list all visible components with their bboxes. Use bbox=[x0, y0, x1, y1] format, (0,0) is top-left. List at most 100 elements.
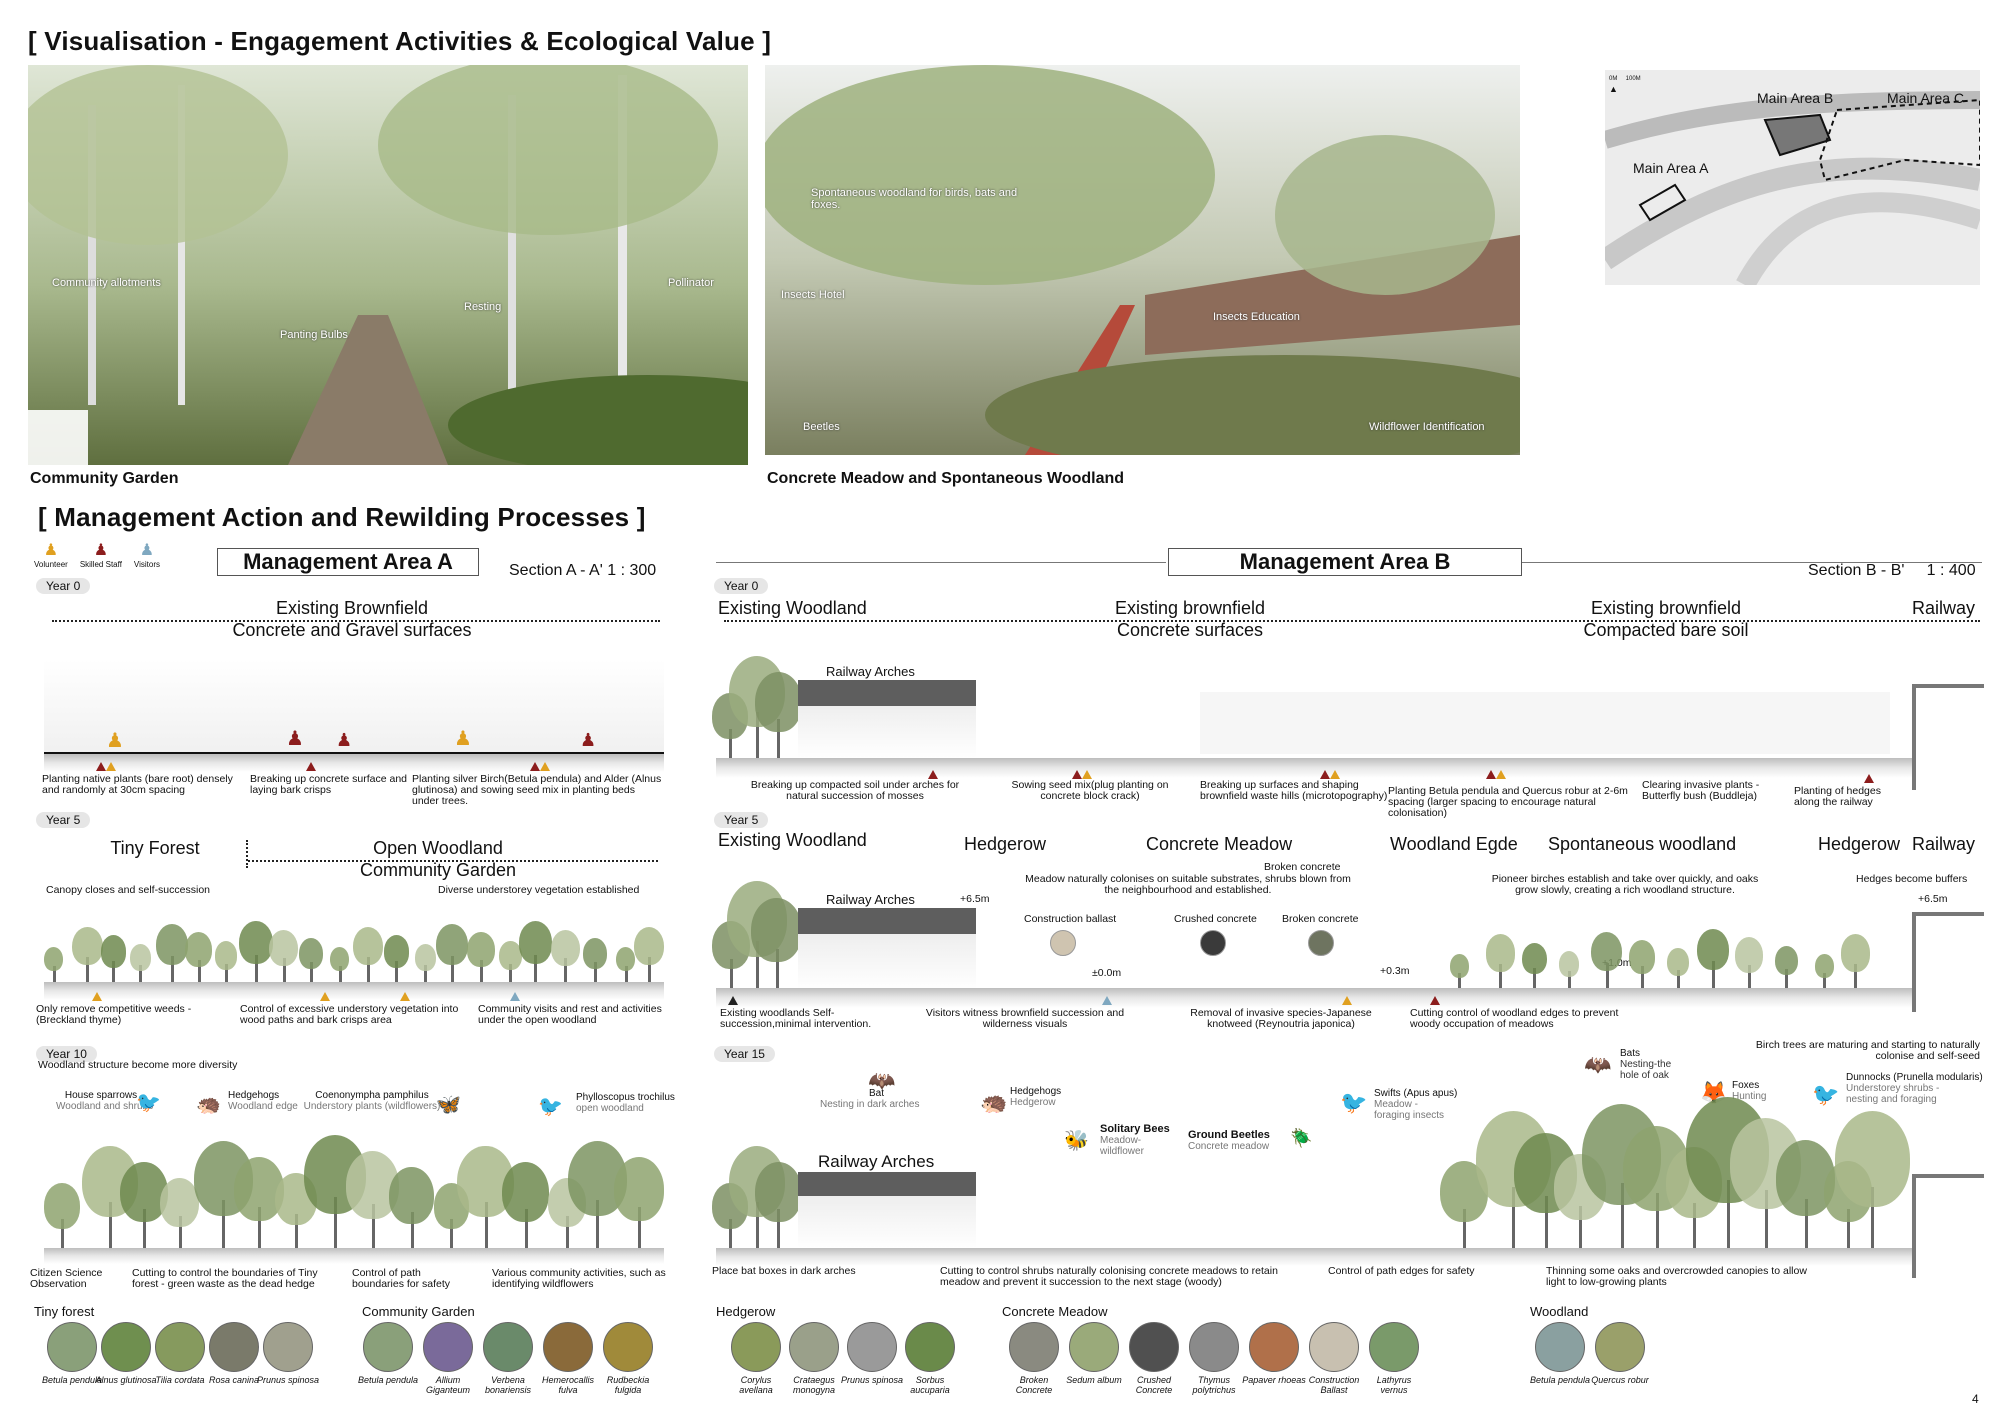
tree-canopy bbox=[383, 935, 410, 968]
tree-trunk bbox=[334, 1197, 338, 1248]
species-photo bbox=[363, 1322, 413, 1372]
species-swatch: Betula pendula bbox=[1528, 1322, 1592, 1385]
photo2-label-wildflower: Wildflower Identification bbox=[1369, 421, 1485, 433]
species-swatch: Allium Giganteum bbox=[416, 1322, 480, 1395]
area-b-year5-ground bbox=[716, 988, 1912, 1008]
hedgehog-icon: 🦔 bbox=[196, 1094, 221, 1116]
area-a-year10-tag: Year 10 bbox=[36, 1046, 97, 1062]
area-b-year5-note-2: Visitors witness brownfield succession a… bbox=[925, 1007, 1125, 1030]
photo1-label-bulbs: Panting Bulbs bbox=[280, 329, 348, 341]
species-name: Betula pendula bbox=[1529, 1375, 1591, 1385]
species-photo bbox=[1595, 1322, 1645, 1372]
tree-canopy bbox=[1667, 948, 1689, 977]
volunteer-figure: ♟ bbox=[454, 728, 472, 750]
area-b-year0-note-3: Breaking up surfaces and shaping brownfi… bbox=[1200, 779, 1388, 802]
tree-canopy bbox=[1591, 931, 1623, 972]
species-swatch: Corylus avellana bbox=[724, 1322, 788, 1395]
tree-trunk bbox=[310, 962, 314, 982]
area-a-year5-note-3: Community visits and rest and activities… bbox=[478, 1003, 662, 1026]
staff-figure: ♟ bbox=[286, 728, 304, 750]
area-b-year5-note-4: Cutting control of woodland edges to pre… bbox=[1410, 1007, 1619, 1030]
tree-trunk bbox=[756, 1202, 759, 1248]
tree-trunk bbox=[1823, 972, 1827, 988]
area-b-year5-tag: Year 5 bbox=[714, 812, 769, 828]
volunteer-marker bbox=[400, 988, 410, 1006]
tree-trunk bbox=[1578, 1205, 1582, 1248]
level-marker-2: +6.5m bbox=[1918, 893, 1948, 905]
management-area-a-title: Management Area A bbox=[217, 548, 479, 576]
tree-canopy bbox=[502, 1161, 550, 1223]
area-a-year0-heading2: Concrete and Gravel surfaces bbox=[232, 620, 472, 640]
location-map: 0M 100M ▲ Main Area A Main Area B Main A… bbox=[1605, 70, 1980, 285]
tree-trunk bbox=[1568, 971, 1572, 988]
legend-skilled-staff: ♟Skilled Staff bbox=[79, 542, 122, 569]
area-b-year0-concrete-surfaces: Concrete surfaces bbox=[1116, 620, 1264, 640]
tree-canopy bbox=[1814, 953, 1834, 978]
tree-trunk bbox=[1692, 1202, 1696, 1248]
tree-canopy bbox=[751, 898, 802, 963]
tree-trunk bbox=[258, 1206, 262, 1248]
tree-trunk bbox=[596, 1199, 600, 1248]
species-swatch: Alnus glutinosa bbox=[94, 1322, 158, 1385]
species-swatch: Papaver rhoeas bbox=[1242, 1322, 1306, 1385]
tree-trunk bbox=[1846, 1208, 1850, 1248]
concrete-meadow-image: Spontaneous woodland for birds, bats and… bbox=[765, 65, 1520, 455]
species-swatch: Rudbeckia fulgida bbox=[596, 1322, 660, 1395]
species-photo bbox=[731, 1322, 781, 1372]
tree-canopy bbox=[160, 1177, 199, 1227]
section-a-label: Section A - A' 1 : 300 bbox=[509, 562, 657, 579]
area-b-year5-hedgerow2: Hedgerow bbox=[1818, 834, 1901, 854]
area-b-year0-note-4: Planting Betula pendula and Quercus robu… bbox=[1388, 785, 1628, 819]
tree-trunk bbox=[371, 1204, 375, 1248]
species-name: Betula pendula bbox=[41, 1375, 103, 1385]
community-garden-caption: Community Garden bbox=[30, 470, 179, 487]
volunteer-marker bbox=[1342, 992, 1352, 1010]
tree-trunk bbox=[1620, 1183, 1624, 1248]
tree-trunk bbox=[410, 1211, 414, 1248]
species-name: Corylus avellana bbox=[739, 1375, 773, 1395]
species-name: Lathyrus vernus bbox=[1376, 1375, 1412, 1395]
species-concrete-meadow-label: Concrete Meadow bbox=[1002, 1304, 1108, 1319]
swift-icon: 🐦 bbox=[1340, 1090, 1368, 1115]
staff-marker bbox=[928, 766, 938, 784]
species-swatch: Tilia cordata bbox=[148, 1322, 212, 1385]
legend-visitors: ♟Visitors bbox=[133, 542, 161, 569]
volunteer-icon: ♟ bbox=[43, 542, 59, 559]
tree-trunk bbox=[1785, 968, 1789, 988]
tree-trunk bbox=[424, 964, 428, 982]
species-photo bbox=[1009, 1322, 1059, 1372]
area-b-year5-concrete-meadow: Concrete Meadow bbox=[1146, 834, 1293, 854]
broken-concrete-swatch bbox=[1308, 930, 1334, 956]
area-b-year15-note-2: Cutting to control shrubs naturally colo… bbox=[940, 1265, 1278, 1288]
tree-trunk bbox=[564, 958, 568, 982]
tree-trunk bbox=[1512, 1186, 1516, 1248]
area-b-year15-ground bbox=[716, 1248, 1912, 1266]
sparrow-icon: 🐦 bbox=[136, 1092, 161, 1114]
volunteer-marker bbox=[530, 758, 550, 776]
tree-trunk bbox=[730, 958, 734, 990]
tree-trunk bbox=[756, 712, 759, 758]
area-b-year0-ground bbox=[716, 758, 1912, 778]
tree-trunk bbox=[1854, 963, 1858, 988]
species-photo bbox=[1309, 1322, 1359, 1372]
crushed-concrete-swatch bbox=[1200, 930, 1226, 956]
tree-canopy bbox=[72, 926, 103, 966]
zone-divider bbox=[246, 840, 248, 868]
tree-canopy bbox=[352, 926, 384, 966]
tree-canopy bbox=[299, 938, 324, 969]
tree-trunk bbox=[395, 960, 399, 982]
tree-trunk bbox=[524, 1209, 528, 1248]
area-b-year5-hedgerow: Hedgerow bbox=[964, 834, 1047, 854]
tree-trunk bbox=[1804, 1199, 1808, 1248]
area-b-year0-note-2: Sowing seed mix(plug planting on concret… bbox=[1011, 779, 1169, 802]
level-marker-3: +0.3m bbox=[1380, 965, 1410, 977]
area-b-year0-note-5: Clearing invasive plants -Butterfly bush… bbox=[1642, 779, 1760, 802]
species-swatch: Crushed Concrete bbox=[1122, 1322, 1186, 1395]
staff-marker bbox=[1864, 770, 1874, 788]
species-photo bbox=[423, 1322, 473, 1372]
tree-canopy bbox=[120, 1161, 168, 1223]
tree-trunk bbox=[1655, 1192, 1659, 1248]
species-photo bbox=[483, 1322, 533, 1372]
